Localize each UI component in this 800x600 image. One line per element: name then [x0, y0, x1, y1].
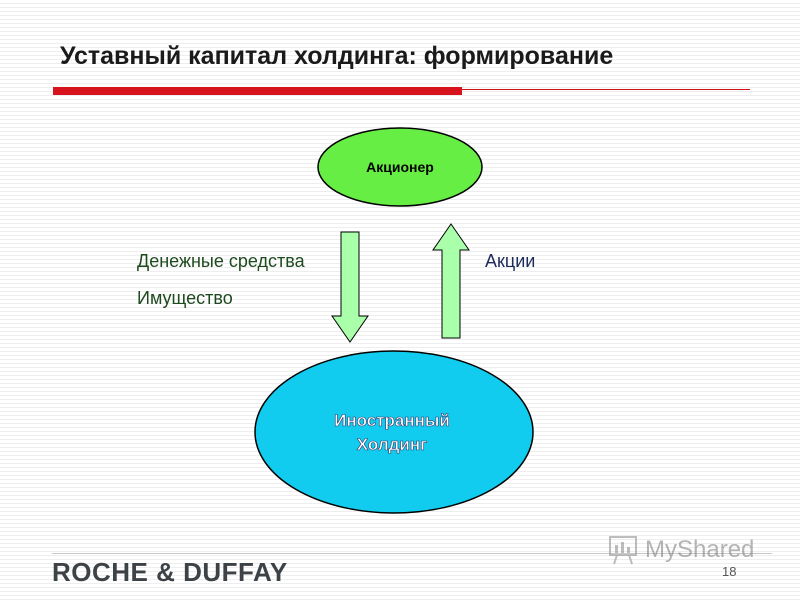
holding-label-line2: Холдинг [357, 435, 427, 454]
watermark-text: MyShared [645, 536, 755, 563]
shareholder-label: Акционер [366, 159, 434, 175]
watermark: MyShared [607, 533, 754, 567]
up-arrow [432, 223, 470, 339]
footer-divider [52, 553, 772, 554]
down-arrow-label-property: Имущество [137, 288, 233, 308]
up-arrow-label-shares: Акции [485, 251, 536, 271]
down-arrow-label-money: Денежные средства [137, 251, 305, 271]
shareholder-node [317, 127, 483, 207]
title-underline-thick [53, 87, 462, 95]
holding-node [254, 350, 534, 514]
title-underline-thin [462, 89, 750, 90]
holding-label-line1: Иностранный [334, 411, 450, 430]
slide-title: Уставный капитал холдинга: формирование [60, 42, 614, 70]
page-number: 18 [722, 564, 737, 579]
presentation-icon [609, 536, 637, 565]
brand-logo: ROCHE & DUFFAY [52, 557, 288, 587]
down-arrow [331, 231, 369, 343]
